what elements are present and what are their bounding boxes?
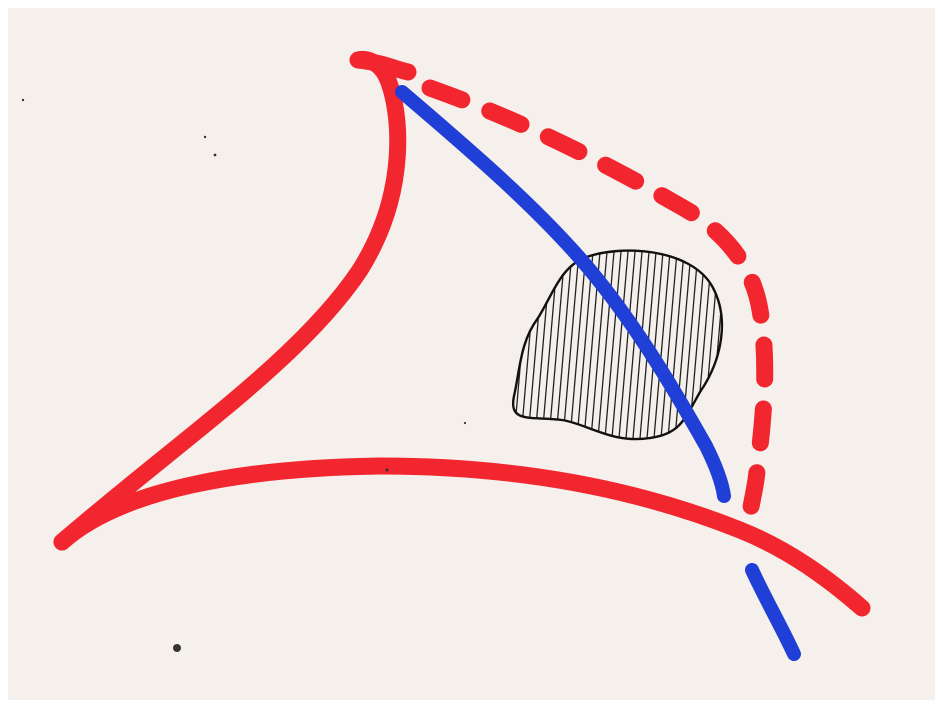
paper-background bbox=[8, 8, 935, 700]
speck-dot bbox=[464, 422, 466, 424]
speck-dot bbox=[22, 99, 24, 101]
speck-dot bbox=[204, 136, 206, 138]
speck-dot bbox=[214, 154, 217, 157]
speck-dot bbox=[173, 644, 181, 652]
speck-dot bbox=[386, 469, 389, 472]
